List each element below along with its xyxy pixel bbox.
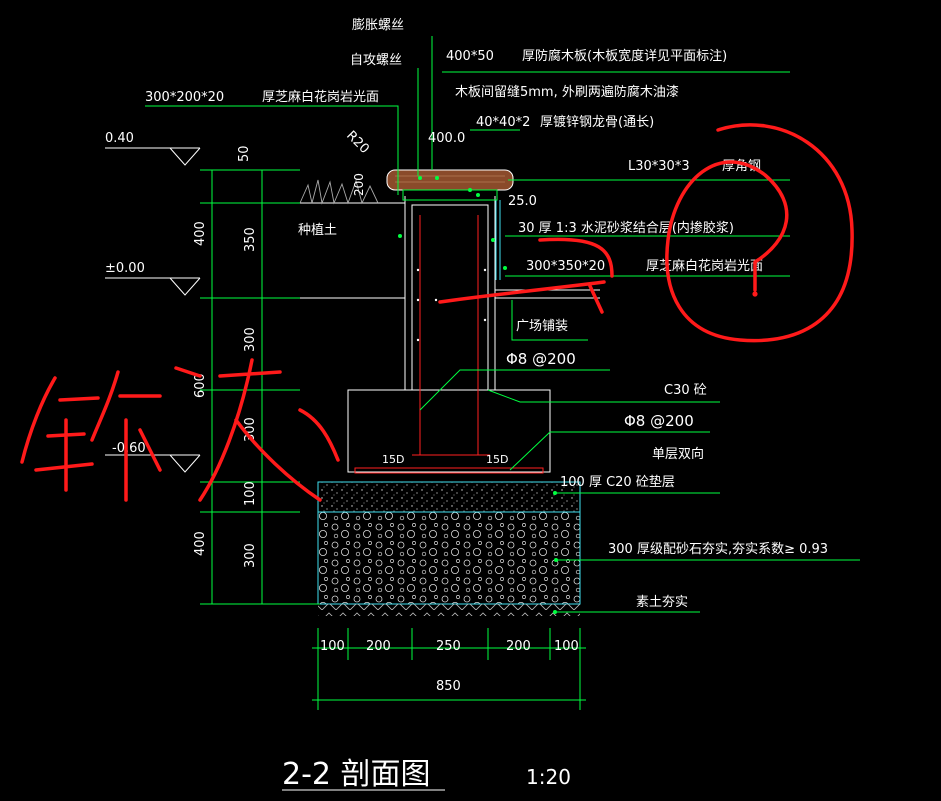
dim-400b: 400 [193,531,208,556]
footing-base-bar [354,467,544,474]
drawing-title: 2-2 剖面图 1:20 [282,757,571,792]
label-dim-25: 25.0 [508,194,537,209]
left-dim-numbers: 50 400 350 300 600 300 100 400 300 [193,145,258,568]
label-granite-side-desc: 厚芝麻白花岗岩光面 [646,258,763,274]
title-scale: 1:20 [526,765,571,789]
dim-600: 600 [193,373,208,398]
concrete-cushion [317,481,581,513]
label-angle-steel: L30*30*3 [628,159,690,174]
label-dim-200-side: 200 [352,173,366,196]
label-single-layer: 单层双向 [652,446,704,462]
label-planting-soil: 种植土 [298,223,337,238]
dim-300c: 300 [243,543,258,568]
bottom-dim-lines [312,628,586,710]
label-hook-left: 15D [382,453,404,466]
label-wood-board-desc: 厚防腐木板(木板宽度详见平面标注) [522,48,727,64]
dim-b850: 850 [436,679,461,694]
dim-b100a: 100 [320,639,345,654]
label-granite-cap-desc: 厚芝麻白花岗岩光面 [262,89,379,105]
dim-b200b: 200 [506,639,531,654]
dim-50: 50 [237,145,252,162]
dim-400a: 400 [193,221,208,246]
title-main: 2-2 剖面图 [282,757,431,792]
subgrade-hatch [318,604,580,616]
steel-keel [402,189,498,201]
label-board-gap: 木板间留缝5mm, 外刷两遍防腐木油漆 [455,84,679,100]
label-self-tapping-screw: 自攻螺丝 [350,53,402,68]
leader-lines [145,36,860,613]
dim-300a: 300 [243,327,258,352]
wood-board [386,169,514,191]
label-rebar-1: Φ8 @200 [506,350,576,368]
labels: 膨胀螺丝 自攻螺丝 400*50 厚防腐木板(木板宽度详见平面标注) 300*2… [105,18,828,610]
question-mark-loop [665,123,854,343]
label-granite-side-size: 300*350*20 [526,259,605,274]
label-wood-board-size: 400*50 [446,49,494,64]
bottom-dim-numbers: 100 200 250 200 100 850 [320,639,579,694]
elevation-markers [105,147,201,473]
label-plaza-paving: 广场铺装 [516,319,568,334]
label-cushion: 100 厚 C20 砼垫层 [560,474,675,490]
dim-350: 350 [243,227,258,252]
label-expansion-screw: 膨胀螺丝 [352,18,404,33]
label-granite-cap-size: 300*200*20 [145,90,224,105]
label-elev-000: ±0.00 [105,261,145,276]
leader-dots [398,176,558,614]
dim-b200a: 200 [366,639,391,654]
left-dim-lines [200,169,320,605]
dim-b250: 250 [436,639,461,654]
label-keel-desc: 厚镀锌钢龙骨(通长) [540,114,654,130]
label-gravel: 300 厚级配砂石夯实,夯实系数≥ 0.93 [608,542,828,557]
gravel-layer [317,511,581,605]
label-elev-060: -0.60 [112,441,146,456]
label-width-400: 400.0 [428,131,465,146]
label-mortar-layer: 30 厚 1:3 水泥砂浆结合层(内掺胶浆) [518,220,734,236]
wall-dots [416,268,487,342]
dim-b100b: 100 [554,639,579,654]
label-rebar-2: Φ8 @200 [624,412,694,430]
label-elev-040: 0.40 [105,131,134,146]
label-keel-size: 40*40*2 [476,115,530,130]
label-hook-right: 15D [486,453,508,466]
label-concrete: C30 砼 [664,383,707,398]
label-subgrade: 素土夯实 [636,595,688,610]
red-annotations [20,123,854,502]
dim-100: 100 [243,481,258,506]
label-radius: R20 [343,128,372,157]
